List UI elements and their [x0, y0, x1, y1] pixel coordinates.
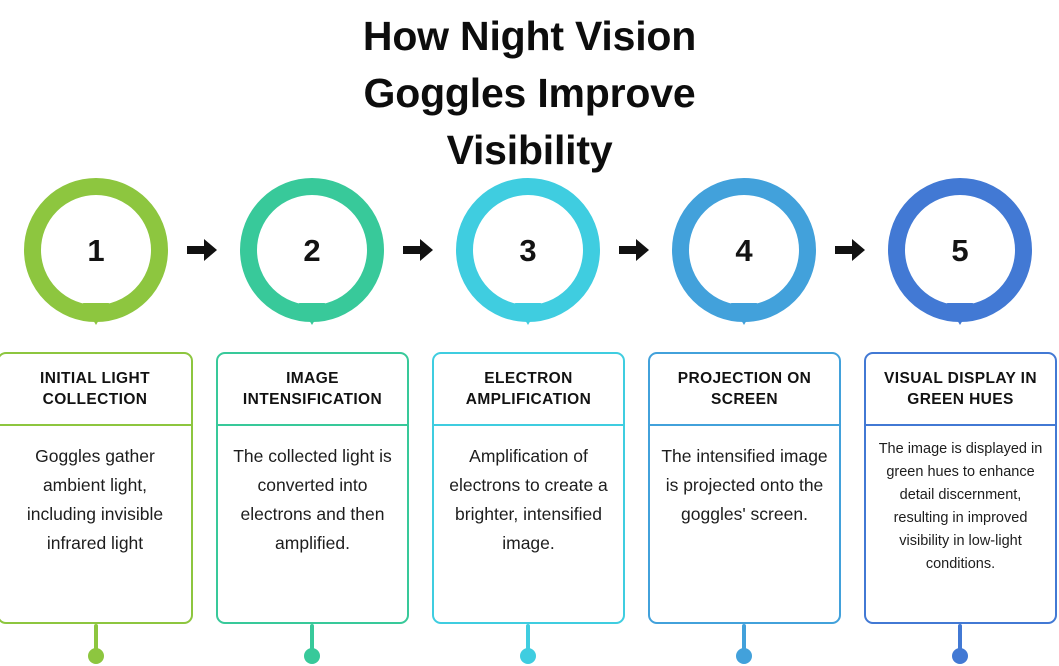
connector-line-4 [742, 624, 746, 652]
step-card-description-4: The intensified image is projected onto … [661, 446, 828, 524]
step-pointer-2 [299, 303, 325, 325]
connector-dot-3 [520, 648, 536, 664]
step-card-body-3: Amplification of electrons to create a b… [434, 426, 623, 622]
step-card-body-1: Goggles gather ambient light, including … [0, 426, 191, 622]
step-circle-5: 5 [888, 178, 1032, 322]
step-card-body-5: The image is displayed in green hues to … [866, 426, 1055, 622]
step-node-4: 4 [672, 178, 816, 338]
step-card-title-5: VISUAL DISPLAY IN GREEN HUES [884, 370, 1037, 408]
connector-dot-2 [304, 648, 320, 664]
arrow-right-icon-2 [401, 235, 435, 265]
step-circle-4: 4 [672, 178, 816, 322]
step-node-2: 2 [240, 178, 384, 338]
step-circle-1: 1 [24, 178, 168, 322]
arrow-right-icon-4 [833, 235, 867, 265]
step-card-title-2: IMAGE INTENSIFICATION [242, 370, 383, 408]
step-number-2: 2 [303, 232, 321, 268]
connector-line-3 [526, 624, 530, 652]
step-circles-row: 1 2 3 4 [0, 178, 1059, 338]
arrow-right-icon-1 [185, 235, 219, 265]
step-number-5: 5 [951, 232, 969, 268]
step-number-3: 3 [519, 232, 537, 268]
step-pointer-3 [515, 303, 541, 325]
connector-dot-4 [736, 648, 752, 664]
step-card-5: VISUAL DISPLAY IN GREEN HUES The image i… [864, 352, 1057, 624]
step-card-body-4: The intensified image is projected onto … [650, 426, 839, 622]
step-circle-2: 2 [240, 178, 384, 322]
step-card-2: IMAGE INTENSIFICATION The collected ligh… [216, 352, 409, 624]
step-node-1: 1 [24, 178, 168, 338]
step-card-description-3: Amplification of electrons to create a b… [449, 446, 608, 553]
connector-line-5 [958, 624, 962, 652]
page-title-line-1: How Night Vision [362, 13, 697, 59]
step-number-1: 1 [87, 232, 105, 268]
step-card-description-2: The collected light is converted into el… [233, 446, 392, 553]
connector-dot-1 [88, 648, 104, 664]
step-card-body-2: The collected light is converted into el… [218, 426, 407, 622]
step-card-1: INITIAL LIGHT COLLECTION Goggles gather … [0, 352, 193, 624]
page-title-line-2: Goggles Improve [363, 70, 696, 116]
arrow-right-icon-3 [617, 235, 651, 265]
step-card-title-1: INITIAL LIGHT COLLECTION [40, 370, 150, 408]
step-card-header-1: INITIAL LIGHT COLLECTION [0, 354, 191, 426]
step-card-header-5: VISUAL DISPLAY IN GREEN HUES [866, 354, 1055, 426]
step-node-5: 5 [888, 178, 1032, 338]
step-node-3: 3 [456, 178, 600, 338]
connector-line-2 [310, 624, 314, 652]
step-card-4: PROJECTION ON SCREEN The intensified ima… [648, 352, 841, 624]
connector-dot-5 [952, 648, 968, 664]
step-card-title-3: ELECTRON AMPLIFICATION [465, 370, 592, 408]
step-pointer-5 [947, 303, 973, 325]
step-card-description-5: The image is displayed in green hues to … [878, 441, 1043, 572]
step-card-header-4: PROJECTION ON SCREEN [650, 354, 839, 426]
step-card-header-3: ELECTRON AMPLIFICATION [434, 354, 623, 426]
page-title-line-3: Visibility [446, 127, 613, 173]
connector-line-1 [94, 624, 98, 652]
step-circle-3: 3 [456, 178, 600, 322]
step-number-4: 4 [735, 232, 753, 268]
step-pointer-1 [83, 303, 109, 325]
step-card-description-1: Goggles gather ambient light, including … [26, 446, 164, 553]
step-pointer-4 [731, 303, 757, 325]
step-card-header-2: IMAGE INTENSIFICATION [218, 354, 407, 426]
step-card-3: ELECTRON AMPLIFICATION Amplification of … [432, 352, 625, 624]
page-title: How Night Vision Goggles Improve Visibil… [0, 8, 1059, 179]
step-card-title-4: PROJECTION ON SCREEN [677, 370, 812, 408]
